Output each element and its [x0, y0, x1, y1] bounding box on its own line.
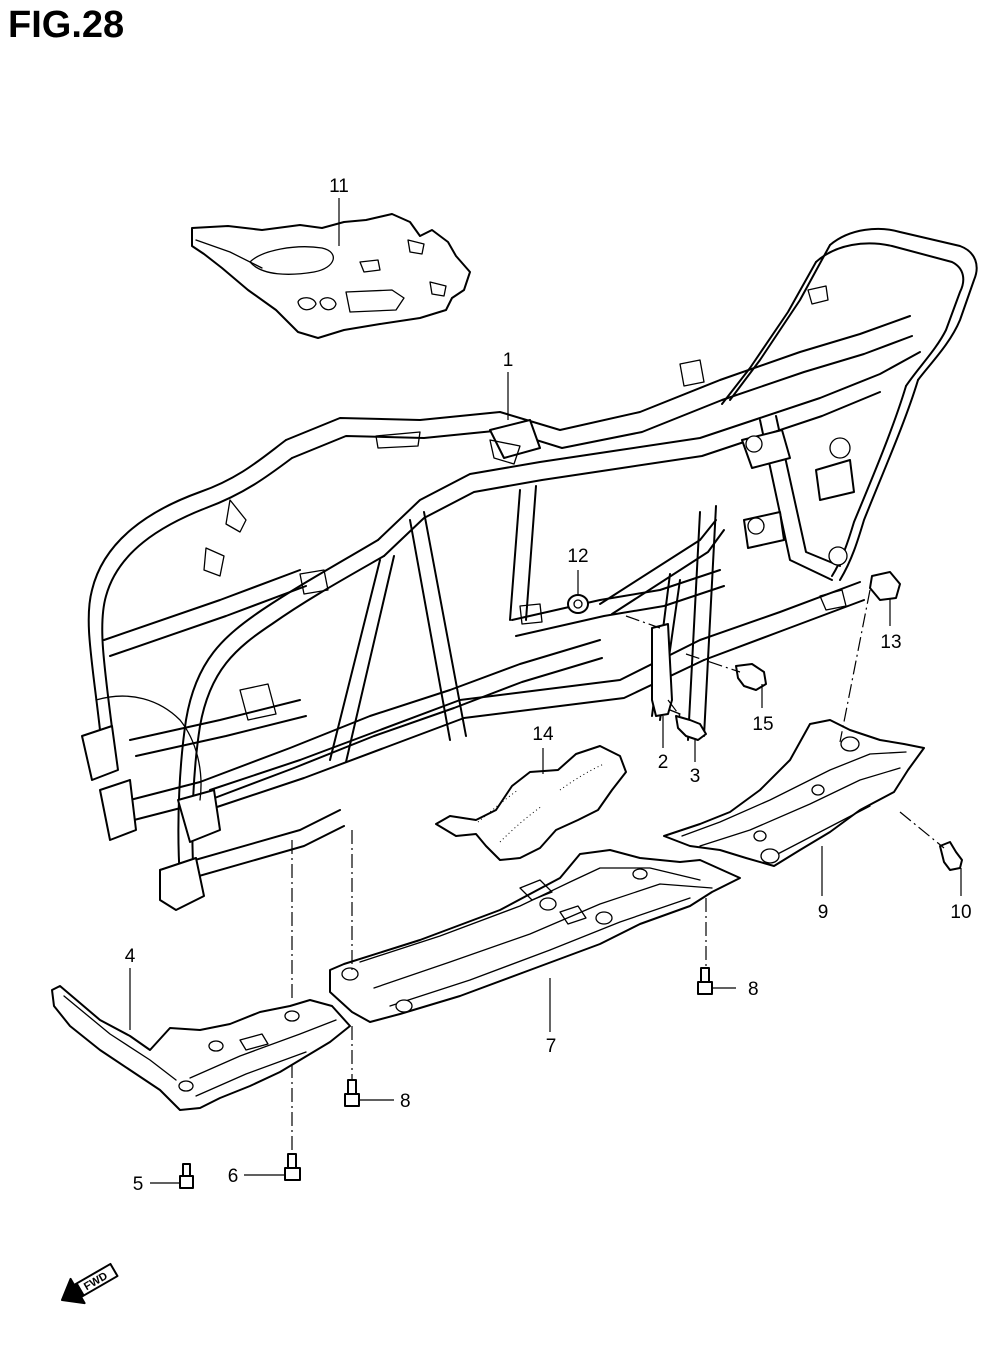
- part-14-guard: [435, 745, 627, 861]
- part-2-bracket: [651, 623, 673, 717]
- part-12-collar: [567, 594, 589, 614]
- forward-arrow-icon: FWD: [61, 1262, 119, 1305]
- callout-13: 13: [880, 632, 901, 653]
- bolt-10: [939, 841, 963, 871]
- callout-4: 4: [125, 946, 136, 967]
- assembly-lines: [291, 589, 945, 1154]
- part-9-footrest-plate: [663, 719, 925, 867]
- part-11-cover-plate: [191, 213, 471, 339]
- callout-3: 3: [690, 766, 701, 787]
- callout-8-right: 8: [748, 979, 759, 1000]
- callout-15: 15: [752, 714, 773, 735]
- callout-2: 2: [658, 752, 669, 773]
- part-7-skid-plate: [329, 849, 741, 1023]
- figure-title: FIG.28: [8, 4, 125, 46]
- callout-5: 5: [133, 1174, 144, 1195]
- callout-numbers: 11 1 12 13 15 2 3 14 4 7 9 10 8 8 5 6: [125, 176, 972, 1195]
- callout-10: 10: [950, 902, 971, 923]
- callout-8-lower: 8: [400, 1091, 411, 1112]
- bolt-6: [284, 1153, 301, 1181]
- part-4-front-skid-plate: [51, 985, 351, 1111]
- callout-9: 9: [818, 902, 829, 923]
- part-13-cushion: [869, 571, 901, 601]
- bolt-5: [179, 1163, 194, 1189]
- callout-6: 6: [228, 1166, 239, 1187]
- callout-7: 7: [546, 1036, 557, 1057]
- part-3-bolt: [669, 709, 707, 741]
- part-15-bolt: [735, 663, 767, 691]
- callout-14: 14: [532, 724, 554, 745]
- leader-lines: [129, 198, 962, 1184]
- callout-12: 12: [567, 546, 588, 567]
- bolt-8-lower: [344, 1079, 360, 1107]
- callout-1: 1: [503, 350, 514, 371]
- callout-11: 11: [329, 176, 349, 197]
- part-1-main-frame: [81, 227, 978, 911]
- bolt-8-right: [697, 967, 713, 995]
